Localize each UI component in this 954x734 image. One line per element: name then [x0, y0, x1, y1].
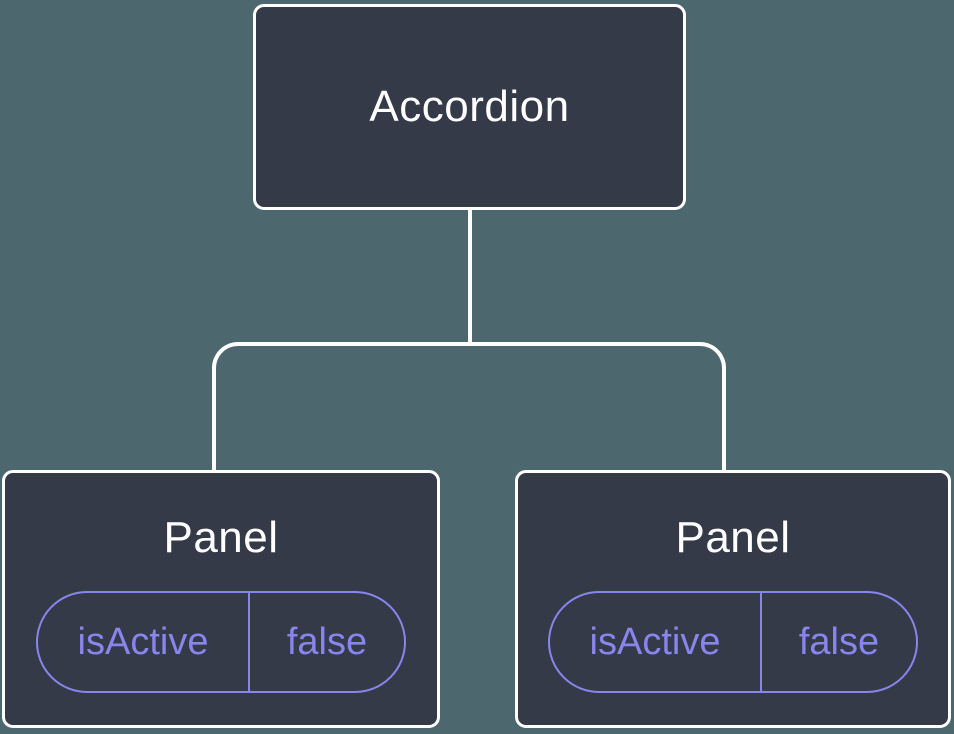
panel-node-left: Panel isActive false: [2, 470, 440, 728]
connector-branch-bracket: [212, 342, 726, 472]
panel-left-label: Panel: [163, 513, 279, 562]
panel-left-state-pill: isActive false: [36, 591, 406, 693]
state-key: isActive: [550, 593, 762, 691]
accordion-node-label: Accordion: [369, 82, 570, 131]
panel-node-right: Panel isActive false: [515, 470, 951, 728]
accordion-node: Accordion: [253, 4, 686, 210]
panel-right-state-pill: isActive false: [548, 591, 918, 693]
state-value: false: [798, 620, 880, 663]
state-key: isActive: [38, 593, 250, 691]
connector-stem-line: [468, 210, 472, 344]
state-value: false: [286, 620, 368, 663]
panel-right-label: Panel: [675, 513, 791, 562]
